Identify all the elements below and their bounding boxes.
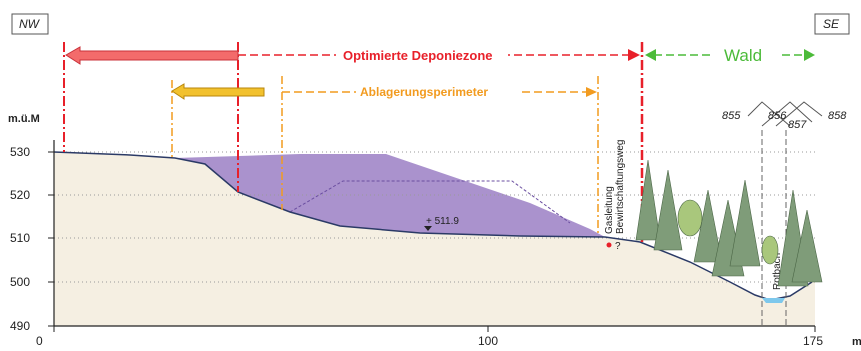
y-tick-530: 530	[10, 145, 30, 159]
deposit-inner-outline	[289, 180, 571, 224]
label-bewirtschaftungsweg: Bewirtschaftungsweg	[615, 140, 626, 235]
tree-number-855: 855	[722, 110, 741, 122]
corner-box-nw	[11, 13, 49, 35]
x-tick-100: 100	[478, 334, 498, 348]
tree-markers-lines	[747, 101, 823, 127]
gas-pipe-marker	[606, 242, 612, 248]
y-tick-510: 510	[10, 231, 30, 245]
wald-left-arrowhead	[645, 49, 656, 61]
zone-label-bg-orange	[356, 83, 522, 99]
grid-lines	[54, 151, 815, 283]
stream-water	[762, 298, 785, 303]
ground-area	[54, 152, 815, 326]
x-unit-label: m	[852, 336, 861, 348]
level-marker-icon	[424, 226, 432, 231]
x-tick-175: 175	[803, 334, 823, 348]
zone-label-ablagerung: Ablagerungsperimeter	[360, 85, 488, 99]
gas-pipe-question: ?	[615, 241, 621, 252]
label-gasleitung: Gasleitung	[604, 186, 615, 234]
y-tick-490: 490	[10, 319, 30, 333]
corner-box-se	[814, 13, 850, 35]
x-ticks	[53, 326, 816, 332]
terrain-line	[53, 151, 813, 301]
deponie-right-arrowhead	[628, 49, 640, 61]
label-rotbach: Rotbach	[772, 253, 783, 290]
zone-label-bg-red	[336, 46, 508, 64]
y-unit-label: m.ü.M	[8, 113, 40, 125]
corner-label-se: SE	[823, 17, 840, 31]
y-tick-520: 520	[10, 188, 30, 202]
zone-label-deponie: Optimierte Deponiezone	[343, 48, 493, 63]
tree-number-856: 856	[768, 110, 787, 122]
tree-number-858: 858	[828, 110, 847, 122]
ablagerung-big-arrow	[171, 83, 265, 100]
zone-label-wald: Wald	[724, 46, 762, 65]
level-value: + 511.9	[426, 216, 459, 227]
wald-right-arrowhead	[804, 49, 815, 61]
deponie-big-arrow	[65, 46, 239, 65]
x-tick-0: 0	[36, 334, 43, 348]
tree-number-857: 857	[788, 119, 807, 131]
ablagerung-right-arrowhead	[586, 87, 597, 97]
y-tick-500: 500	[10, 275, 30, 289]
y-ticks	[48, 151, 54, 327]
corner-label-nw: NW	[19, 17, 41, 31]
forest-trees	[635, 159, 823, 287]
